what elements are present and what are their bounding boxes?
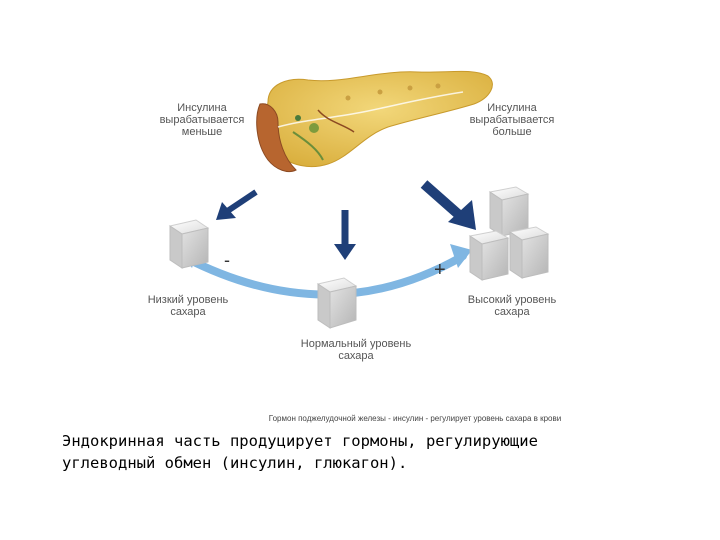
sugar-cubes-high [468,186,550,281]
label-more-insulin: Инсулина вырабатывается больше [469,102,555,138]
body-text-line-1: Эндокринная часть продуцирует гормоны, р… [62,432,538,450]
plus-sign: + [434,259,446,281]
label-normal-sugar: Нормальный уровень сахара [300,338,412,362]
label-low-sugar: Низкий уровень сахара [147,294,229,318]
label-less-insulin: Инсулина вырабатывается меньше [159,102,245,138]
body-text: Эндокринная часть продуцирует гормоны, р… [62,430,702,474]
minus-sign: - [224,250,230,270]
label-high-sugar: Высокий уровень сахара [467,294,557,318]
pancreas-illustration [256,70,493,173]
arrow-to-low-sugar [216,189,258,220]
arrow-to-high-sugar [420,180,476,230]
arrow-to-normal-sugar [334,210,356,260]
figure-caption: Гормон поджелудочной железы - инсулин - … [268,414,562,423]
diagram-graphics: - + [168,70,550,329]
sugar-cube-normal [316,277,358,329]
pancreas-insulin-diagram: - + Инсулина вырабатывается меньше Инсул… [118,32,588,423]
body-text-line-2: углеводный обмен (инсулин, глюкагон). [62,454,408,472]
sugar-cube-low [168,219,210,269]
